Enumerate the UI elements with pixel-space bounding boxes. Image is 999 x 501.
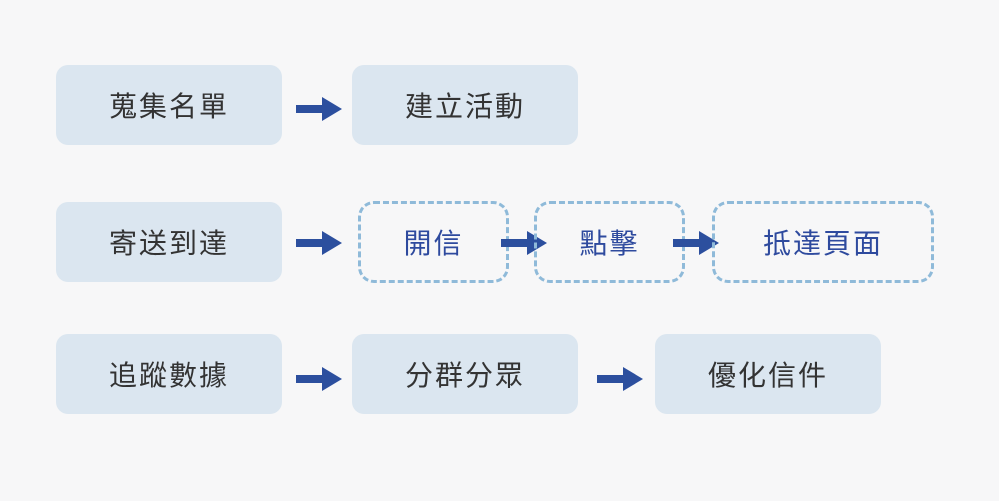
right-arrow-icon xyxy=(501,231,547,255)
right-arrow-icon xyxy=(296,97,342,121)
step-box-delivered: 寄送到達 xyxy=(56,202,282,282)
right-arrow-icon xyxy=(597,367,643,391)
right-arrow-icon xyxy=(296,367,342,391)
right-arrow-icon xyxy=(673,231,719,255)
step-label: 開信 xyxy=(403,227,464,260)
step-box-track-data: 追蹤數據 xyxy=(56,334,282,414)
step-box-open: 開信 xyxy=(358,201,509,283)
step-label: 優化信件 xyxy=(707,359,828,392)
right-arrow-icon xyxy=(296,231,342,255)
step-box-create-campaign: 建立活動 xyxy=(352,65,578,145)
step-box-click: 點擊 xyxy=(534,201,685,283)
step-label: 分群分眾 xyxy=(404,359,525,392)
step-label: 點擊 xyxy=(579,227,640,260)
step-label: 追蹤數據 xyxy=(108,359,229,392)
step-box-optimize-email: 優化信件 xyxy=(655,334,881,414)
step-label: 抵達頁面 xyxy=(762,227,883,260)
step-label: 蒐集名單 xyxy=(108,90,229,123)
step-box-segmentation: 分群分眾 xyxy=(352,334,578,414)
step-box-landing-page: 抵達頁面 xyxy=(712,201,934,283)
step-label: 寄送到達 xyxy=(108,227,229,260)
step-box-collect-list: 蒐集名單 xyxy=(56,65,282,145)
step-label: 建立活動 xyxy=(404,90,525,123)
